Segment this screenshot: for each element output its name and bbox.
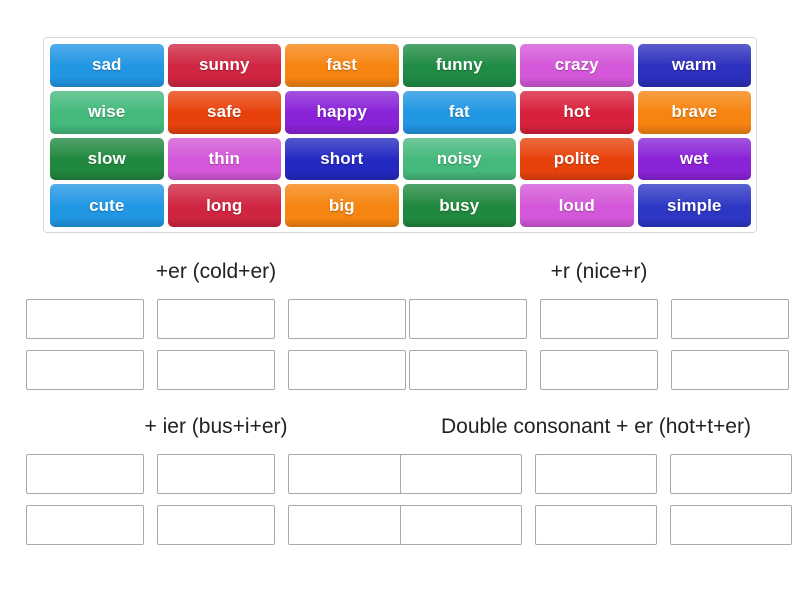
word-tile[interactable]: crazy bbox=[520, 44, 634, 87]
word-tile[interactable]: busy bbox=[402, 184, 516, 227]
word-tile-label: slow bbox=[87, 148, 126, 168]
drop-slot-grid bbox=[26, 299, 406, 391]
drop-slot-grid bbox=[409, 299, 789, 391]
drop-slot[interactable] bbox=[26, 505, 144, 546]
category-group-double-consonant-er: Double consonant + er (hot+t+er) bbox=[400, 413, 792, 546]
word-tile[interactable]: big bbox=[285, 184, 399, 227]
word-tile[interactable]: cute bbox=[50, 184, 164, 227]
drop-slot[interactable] bbox=[26, 350, 144, 391]
word-tile-label: long bbox=[206, 195, 243, 215]
drop-slot[interactable] bbox=[26, 454, 144, 495]
group-title: +r (nice+r) bbox=[550, 260, 648, 283]
word-tile-label: noisy bbox=[436, 148, 482, 168]
drop-slot[interactable] bbox=[157, 299, 275, 340]
word-tile-label: cute bbox=[89, 195, 125, 215]
word-tile-label: fast bbox=[326, 55, 358, 75]
drop-slot[interactable] bbox=[670, 505, 792, 546]
word-tile-label: safe bbox=[207, 102, 242, 122]
word-tile-bank: sad sunny fast funny crazy warm wise safe happy f… bbox=[43, 37, 757, 233]
drop-slot[interactable] bbox=[670, 454, 792, 495]
drop-slot-grid bbox=[400, 454, 792, 546]
word-tile-label: wet bbox=[679, 148, 709, 168]
category-group-plus-er: +er (cold+er) bbox=[26, 258, 406, 391]
word-tile-label: sunny bbox=[198, 55, 250, 75]
drop-slot[interactable] bbox=[671, 299, 789, 340]
drop-slot-grid bbox=[26, 454, 406, 546]
word-tile[interactable]: simple bbox=[637, 184, 751, 227]
word-tile[interactable]: funny bbox=[402, 44, 516, 87]
word-tile[interactable]: slow bbox=[50, 137, 164, 181]
word-tile[interactable]: sunny bbox=[167, 44, 281, 87]
word-tile[interactable]: fast bbox=[285, 44, 399, 87]
word-tile-label: simple bbox=[667, 195, 722, 215]
drop-slot[interactable] bbox=[400, 454, 522, 495]
drop-slot[interactable] bbox=[157, 454, 275, 495]
group-title: + ier (bus+i+er) bbox=[144, 415, 288, 438]
word-tile-label: hot bbox=[563, 102, 591, 122]
word-tile[interactable]: hot bbox=[520, 90, 634, 134]
drop-slot[interactable] bbox=[540, 350, 658, 391]
word-tile[interactable]: fat bbox=[402, 90, 516, 134]
category-group-plus-r: +r (nice+r) bbox=[409, 258, 789, 391]
word-tile-label: crazy bbox=[554, 55, 599, 75]
word-tile[interactable]: wet bbox=[637, 137, 751, 181]
word-tile-label: loud bbox=[558, 195, 595, 215]
word-tile-label: polite bbox=[553, 148, 600, 168]
drop-slot[interactable] bbox=[288, 299, 406, 340]
word-tile[interactable]: loud bbox=[520, 184, 634, 227]
word-tile[interactable]: warm bbox=[637, 44, 751, 87]
word-tile-label: thin bbox=[208, 148, 241, 168]
word-tile[interactable]: happy bbox=[285, 90, 399, 134]
word-tile[interactable]: brave bbox=[637, 90, 751, 134]
word-tile[interactable]: short bbox=[285, 137, 399, 181]
word-tile-label: big bbox=[328, 195, 355, 215]
word-tile-label: funny bbox=[435, 55, 483, 75]
drop-slot[interactable] bbox=[157, 350, 275, 391]
word-tile[interactable]: noisy bbox=[402, 137, 516, 181]
drop-slot[interactable] bbox=[535, 505, 657, 546]
word-tile[interactable]: sad bbox=[50, 44, 164, 87]
drop-slot[interactable] bbox=[671, 350, 789, 391]
drop-slot[interactable] bbox=[288, 350, 406, 391]
drop-slot[interactable] bbox=[157, 505, 275, 546]
group-title: Double consonant + er (hot+t+er) bbox=[441, 415, 751, 438]
word-tile-label: sad bbox=[91, 55, 122, 75]
word-tile-label: warm bbox=[671, 55, 717, 75]
drop-slot[interactable] bbox=[400, 505, 522, 546]
group-title: +er (cold+er) bbox=[155, 260, 277, 283]
word-tile-label: brave bbox=[671, 102, 718, 122]
drop-slot[interactable] bbox=[535, 454, 657, 495]
word-tile[interactable]: thin bbox=[167, 137, 281, 181]
word-tile-label: busy bbox=[439, 195, 480, 215]
drop-slot[interactable] bbox=[26, 299, 144, 340]
word-tile[interactable]: wise bbox=[50, 90, 164, 134]
word-tile[interactable]: long bbox=[167, 184, 281, 227]
drop-slot[interactable] bbox=[409, 299, 527, 340]
word-tile[interactable]: polite bbox=[520, 137, 634, 181]
word-tile-label: short bbox=[320, 148, 364, 168]
drop-slot[interactable] bbox=[409, 350, 527, 391]
word-tile-label: wise bbox=[88, 102, 126, 122]
category-group-plus-ier: + ier (bus+i+er) bbox=[26, 413, 406, 546]
drop-slot[interactable] bbox=[288, 454, 406, 495]
word-tile[interactable]: safe bbox=[167, 90, 281, 134]
drop-slot[interactable] bbox=[540, 299, 658, 340]
word-tile-label: happy bbox=[316, 102, 368, 122]
drop-slot[interactable] bbox=[288, 505, 406, 546]
word-tile-label: fat bbox=[448, 102, 470, 122]
